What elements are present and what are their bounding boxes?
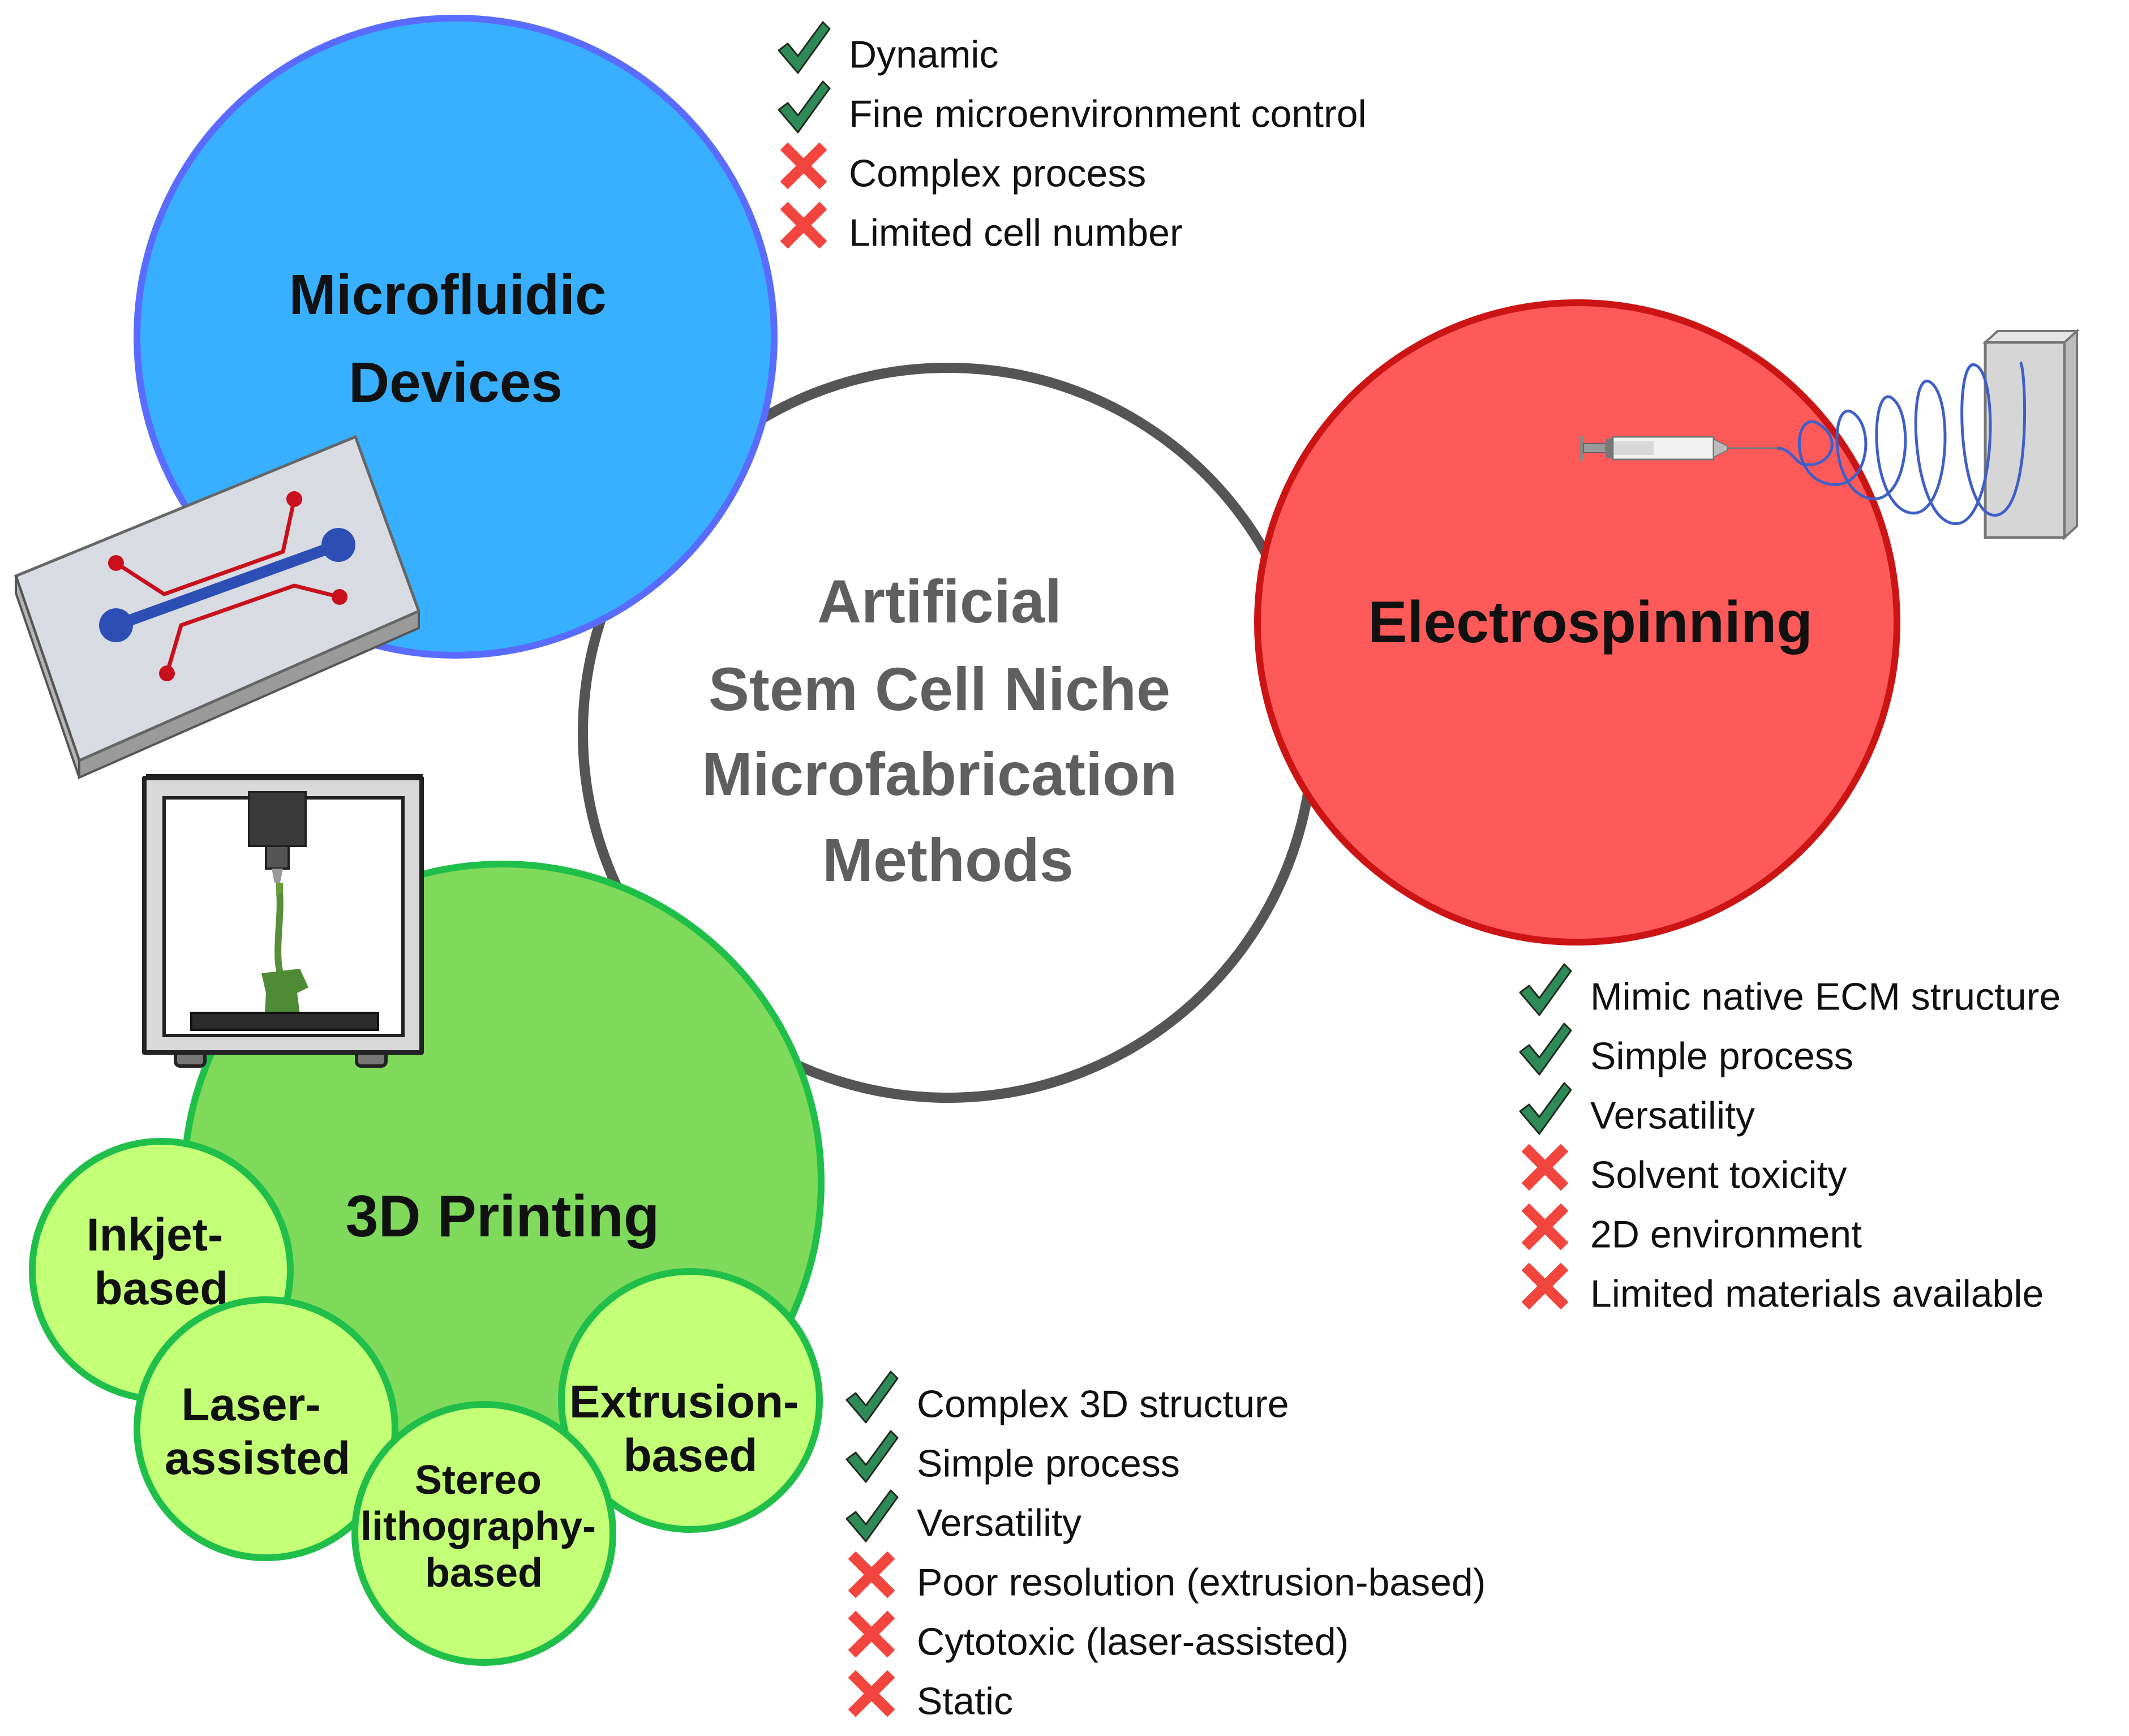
extrusion-label-line-2: based xyxy=(624,1430,758,1481)
pro-item-label: Versatility xyxy=(1590,1094,1755,1137)
inkjet-label-line-1: Inkjet- xyxy=(87,1209,223,1261)
con-item: Complex process xyxy=(780,143,1146,195)
check-icon xyxy=(1519,963,1572,1016)
svg-text:Stereo lithography-: Stereo lithography- based xyxy=(360,1458,607,1596)
printer-icon xyxy=(142,774,424,1068)
cross-icon xyxy=(780,202,827,248)
stereo-label-line-2: lithography- xyxy=(360,1504,596,1549)
pro-item: Simple process xyxy=(845,1430,1180,1485)
stereolithography-circle xyxy=(351,1401,616,1666)
pro-item: Simple process xyxy=(1519,1022,1853,1077)
con-item-label: Poor resolution (extrusion-based) xyxy=(917,1561,1486,1604)
check-icon xyxy=(1519,1082,1572,1135)
con-item-label: Limited materials available xyxy=(1590,1272,2044,1315)
check-icon xyxy=(845,1370,899,1424)
check-icon xyxy=(1519,1022,1572,1076)
svg-text:Laser- assisted: Laser- assisted xyxy=(165,1379,350,1484)
pro-item: Mimic native ECM structure xyxy=(1519,963,2061,1018)
extrusion-node: Extrusion- based xyxy=(558,1268,823,1533)
inkjet-label-line-2: based xyxy=(95,1263,229,1314)
pro-item-label: Complex 3D structure xyxy=(917,1382,1289,1425)
check-icon xyxy=(778,21,831,74)
electrospinning-apparatus-icon xyxy=(1579,328,2080,540)
con-item: Poor resolution (extrusion-based) xyxy=(848,1552,1486,1604)
pro-item-label: Mimic native ECM structure xyxy=(1590,975,2061,1018)
cross-icon xyxy=(848,1552,895,1598)
electrospinning-circle xyxy=(1254,299,1900,946)
con-item-label: 2D environment xyxy=(1590,1213,1862,1256)
cross-icon xyxy=(780,143,827,189)
electrospinning-node: Electrospinning xyxy=(1254,299,1900,946)
con-item-label: Solvent toxicity xyxy=(1590,1153,1847,1196)
cross-icon xyxy=(1522,1144,1568,1191)
microfluidic-chip-icon xyxy=(14,435,421,780)
con-item-label: Complex process xyxy=(849,152,1146,195)
electrospinning-title: Electrospinning xyxy=(1368,590,1813,655)
pro-item: Complex 3D structure xyxy=(845,1370,1289,1425)
con-item: Limited materials available xyxy=(1522,1263,2044,1315)
stereo-label-line-3: based xyxy=(425,1550,543,1596)
laser-label-line-1: Laser- xyxy=(182,1379,321,1430)
microfluidic-title-line-1: Microfluidic xyxy=(289,263,607,326)
pro-item: Versatility xyxy=(1519,1082,1755,1137)
pro-item-label: Fine microenvironment control xyxy=(849,92,1367,135)
cross-icon xyxy=(848,1611,895,1657)
center-node: Artificial Stem Cell Niche Microfabricat… xyxy=(578,363,1318,1103)
svg-text:Extrusion- based: Extrusion- based xyxy=(569,1376,812,1481)
con-item: Limited cell number xyxy=(780,202,1183,254)
laser-label-line-2: assisted xyxy=(165,1433,350,1484)
pro-item: Dynamic xyxy=(778,21,999,76)
laser-circle xyxy=(134,1296,398,1561)
cross-icon xyxy=(1522,1263,1568,1309)
cross-icon xyxy=(1522,1204,1568,1250)
center-title-line-1: Artificial xyxy=(817,567,1062,635)
svg-text:Microfluidic Devices: Microfluidic Devices xyxy=(289,263,623,414)
center-title-line-2: Stem Cell Niche xyxy=(709,655,1170,723)
laser-node: Laser- assisted xyxy=(134,1296,398,1561)
con-item: Static xyxy=(848,1670,1013,1722)
con-item: Cytotoxic (laser-assisted) xyxy=(848,1611,1349,1663)
extrusion-circle xyxy=(558,1268,823,1533)
cross-icon xyxy=(848,1670,895,1717)
stereo-label-line-1: Stereo xyxy=(415,1458,542,1503)
pro-item-label: Versatility xyxy=(917,1501,1081,1544)
con-item: Solvent toxicity xyxy=(1522,1144,1847,1196)
con-item: 2D environment xyxy=(1522,1204,1862,1256)
check-icon xyxy=(845,1489,899,1542)
con-item-label: Cytotoxic (laser-assisted) xyxy=(917,1620,1349,1663)
printing-title: 3D Printing xyxy=(346,1184,660,1249)
microfluidic-title-line-2: Devices xyxy=(349,351,563,414)
check-icon xyxy=(845,1430,899,1483)
con-item-label: Limited cell number xyxy=(849,211,1183,254)
pro-item-label: Dynamic xyxy=(849,33,999,76)
pro-item-label: Simple process xyxy=(1590,1034,1853,1077)
con-item-label: Static xyxy=(917,1679,1013,1722)
center-title-line-4: Methods xyxy=(822,826,1074,894)
stereolithography-node: Stereo lithography- based xyxy=(351,1401,616,1666)
pro-item: Fine microenvironment control xyxy=(778,80,1367,135)
svg-text:Inkjet- based: Inkjet- based xyxy=(87,1209,236,1314)
extrusion-label-line-1: Extrusion- xyxy=(569,1376,799,1428)
svg-text:Artificial Stem Cell Nic: Artificial Stem Cell Niche Microfabricat… xyxy=(702,567,1194,894)
pro-item: Versatility xyxy=(845,1489,1081,1544)
pro-item-label: Simple process xyxy=(917,1442,1180,1485)
check-icon xyxy=(778,80,831,134)
center-title-line-3: Microfabrication xyxy=(702,740,1177,808)
